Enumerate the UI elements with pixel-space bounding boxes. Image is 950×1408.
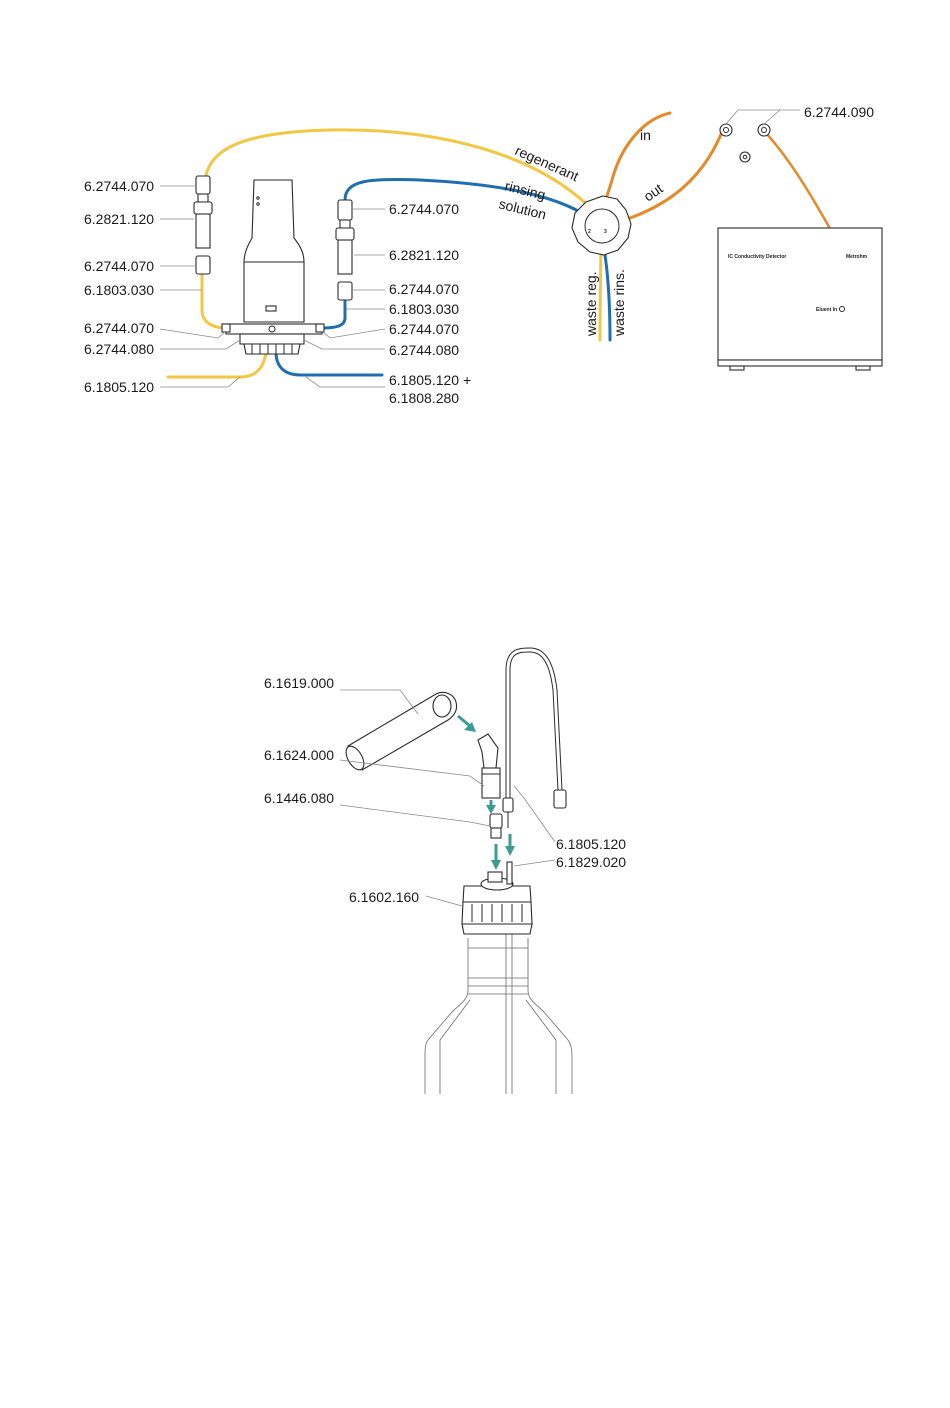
label-6-1803-030-a: 6.1803.030 (84, 282, 154, 298)
detector-brand: Metrohm (846, 254, 868, 260)
rotary-valve: 2 3 (571, 195, 632, 256)
regenerant-tube-inlet (166, 350, 268, 379)
label-6-1446-080: 6.1446.080 (264, 790, 334, 806)
rinsing-tube (343, 177, 612, 342)
label-6-1829-020: 6.1829.020 (556, 854, 626, 870)
left-side-fitting (221, 323, 231, 333)
waste-reg-label: waste reg. (583, 271, 599, 337)
bottle (424, 880, 573, 1094)
detector-name: IC Conductivity Detector (728, 254, 786, 260)
right-fitting-chain (335, 199, 355, 301)
figure-2-leader-lines (339, 689, 556, 907)
label-6-1624-000: 6.1624.000 (264, 747, 334, 763)
figure-1-connection-diagram: 2 3 IC Conductivity Detector Metrohm Elu… (84, 104, 883, 406)
label-6-1803-030-b: 6.1803.030 (389, 301, 459, 317)
bottle-cap (461, 861, 533, 935)
label-6-2744-070-a: 6.2744.070 (84, 178, 154, 194)
left-fitting-chain (193, 175, 213, 275)
right-side-fitting (315, 323, 325, 333)
suppressor-module (225, 179, 323, 355)
conductivity-detector: IC Conductivity Detector Metrohm Eluent … (717, 227, 883, 371)
label-6-2744-070-b: 6.2744.070 (84, 258, 154, 274)
tube-end-fitting-left (502, 797, 514, 813)
detector-port-label: Eluent In (816, 307, 837, 313)
label-6-2744-070-f: 6.2744.070 (389, 321, 459, 337)
figure-1-labels-right: 6.2744.070 6.2821.120 6.2744.070 6.1803.… (389, 104, 874, 406)
valve-port-2: 2 (588, 229, 591, 235)
figure-1-leader-lines (159, 109, 800, 388)
waste-rins-label: waste rins. (611, 269, 627, 337)
label-6-1808-280: 6.1808.280 (389, 390, 459, 406)
figure-2-labels: 6.1619.000 6.1624.000 6.1446.080 6.1805.… (264, 675, 626, 905)
tube-end-fitting-right (553, 789, 567, 809)
regenerant-tube-lower (200, 270, 228, 330)
figure-1-labels-left: 6.2744.070 6.2821.120 6.2744.070 6.1803.… (84, 178, 154, 395)
label-6-2744-070-e: 6.2744.070 (389, 281, 459, 297)
out-label: out (641, 180, 666, 204)
in-label: in (640, 127, 651, 143)
label-6-2821-120-b: 6.2821.120 (389, 247, 459, 263)
label-6-2821-120-a: 6.2821.120 (84, 211, 154, 227)
label-6-1619-000: 6.1619.000 (264, 675, 334, 691)
label-6-2744-090: 6.2744.090 (804, 104, 874, 120)
label-6-2744-070-c: 6.2744.070 (84, 320, 154, 336)
label-6-2744-080-a: 6.2744.080 (84, 341, 154, 357)
label-6-1805-120-c: 6.1805.120 (556, 836, 626, 852)
bulkhead-fittings (719, 123, 771, 163)
small-adapter (489, 813, 503, 839)
label-6-1805-120-b: 6.1805.120 + (389, 372, 471, 388)
adapter (477, 733, 501, 799)
figure-2-bottle-assembly: 6.1619.000 6.1624.000 6.1446.080 6.1805.… (264, 647, 626, 1094)
drying-tube (345, 691, 458, 771)
label-6-1602-160: 6.1602.160 (349, 889, 419, 905)
detector-eluent-port (839, 306, 845, 312)
label-6-1805-120-a: 6.1805.120 (84, 379, 154, 395)
label-6-2744-080-b: 6.2744.080 (389, 342, 459, 358)
rinsing-tube-lower (320, 298, 347, 330)
assembly-arrows (457, 714, 515, 870)
rinsing-tube-inlet (274, 350, 384, 377)
valve-port-3: 3 (604, 229, 607, 235)
label-6-2744-070-d: 6.2744.070 (389, 201, 459, 217)
